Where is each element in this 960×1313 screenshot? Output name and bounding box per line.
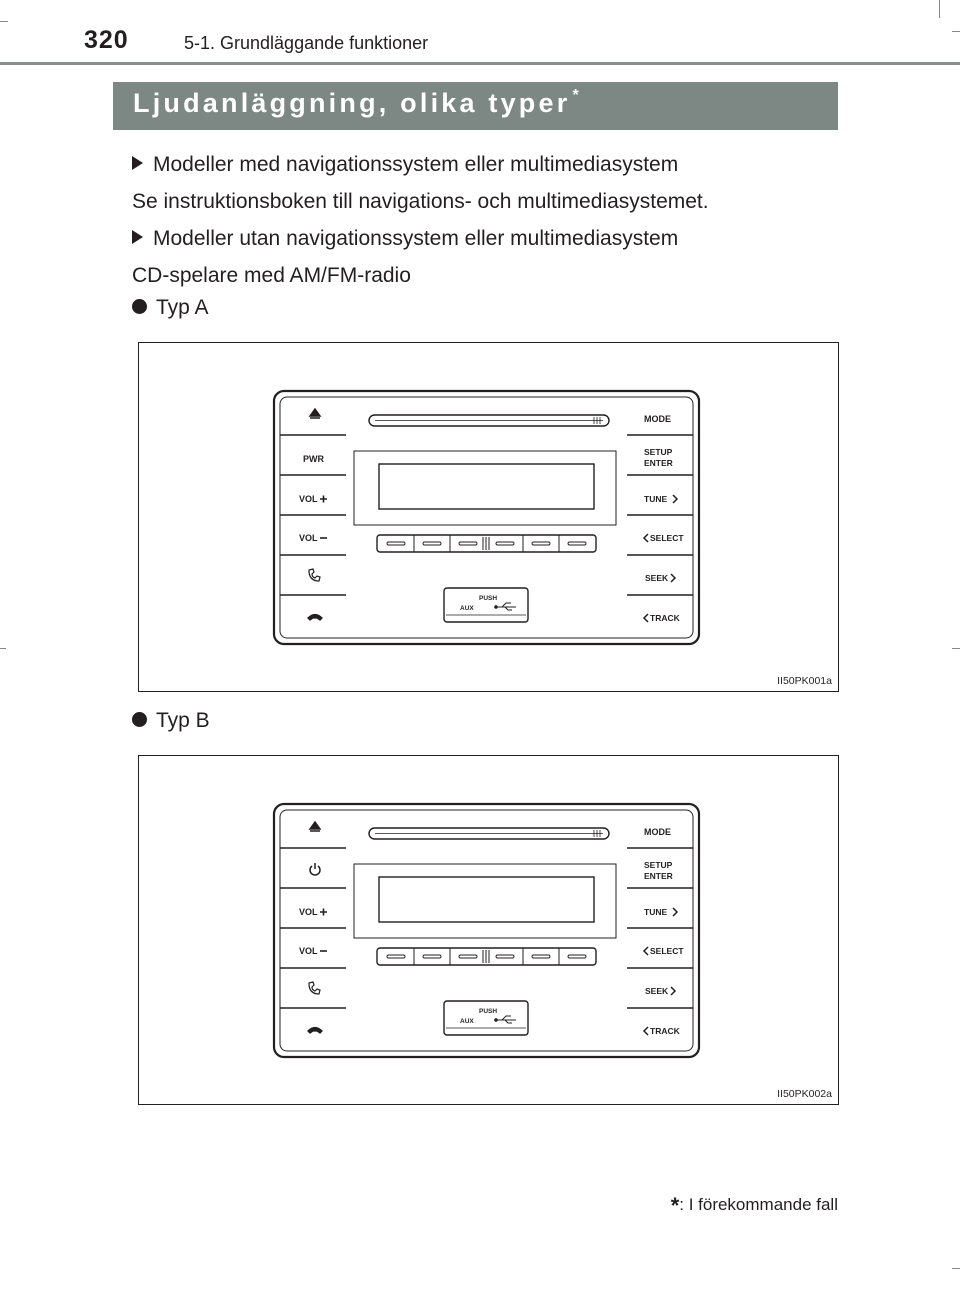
crop-mark bbox=[952, 1268, 960, 1269]
section-title-text: Ljudanläggning, olika typer bbox=[133, 88, 571, 118]
vol-up-button-label: VOL bbox=[299, 494, 318, 504]
heading-nav-models: Modeller med navigationssystem eller mul… bbox=[132, 153, 678, 177]
vol-up-button-label: VOL bbox=[299, 907, 318, 917]
push-label: PUSH bbox=[479, 1008, 497, 1015]
pwr-button-label: PWR bbox=[303, 454, 324, 464]
seek-button-label: SEEK bbox=[645, 573, 669, 583]
enter-button-label: ENTER bbox=[644, 458, 673, 468]
crop-mark bbox=[952, 648, 960, 649]
select-button-label: SELECT bbox=[650, 533, 684, 543]
footnote: *: I förekommande fall bbox=[671, 1193, 838, 1219]
heading-non-nav-models: Modeller utan navigationssystem eller mu… bbox=[132, 227, 678, 251]
push-label: PUSH bbox=[479, 595, 497, 602]
footnote-text: : I förekommande fall bbox=[679, 1195, 838, 1214]
type-b-text: Typ B bbox=[156, 709, 210, 732]
enter-button-label: ENTER bbox=[644, 871, 673, 881]
crop-mark bbox=[0, 21, 8, 22]
setup-button-label: SETUP bbox=[644, 447, 673, 457]
chapter-title: 5-1. Grundläggande funktioner bbox=[184, 33, 429, 53]
paragraph-nav: Se instruktionsboken till navigations- o… bbox=[132, 190, 709, 213]
type-a-label: Typ A bbox=[132, 296, 209, 320]
type-a-text: Typ A bbox=[156, 296, 209, 319]
select-button-label: SELECT bbox=[650, 946, 684, 956]
heading-nav-text: Modeller med navigationssystem eller mul… bbox=[153, 153, 679, 176]
section-title-bar: Ljudanläggning, olika typer* bbox=[113, 82, 838, 130]
track-button-label: TRACK bbox=[650, 613, 681, 623]
tune-button-label: TUNE bbox=[644, 907, 667, 917]
triangle-bullet-icon bbox=[132, 230, 143, 244]
figure-type-a: PWR VOL VOL MODE SETUP ENTER TUNE SELECT… bbox=[138, 342, 839, 692]
section-title: Ljudanläggning, olika typer* bbox=[133, 87, 582, 119]
paragraph-non-nav: CD-spelare med AM/FM-radio bbox=[132, 264, 411, 287]
mode-button-label: MODE bbox=[644, 414, 671, 424]
page-number: 320 bbox=[84, 26, 129, 54]
radio-unit-type-b: VOL VOL MODE SETUP ENTER TUNE SELECT SEE… bbox=[272, 802, 701, 1059]
seek-button-label: SEEK bbox=[645, 986, 669, 996]
aux-label: AUX bbox=[460, 1018, 474, 1025]
aux-label: AUX bbox=[460, 605, 474, 612]
optional-equipment-mark: * bbox=[572, 87, 582, 104]
round-bullet-icon bbox=[132, 299, 147, 314]
header-rule bbox=[0, 62, 960, 65]
footnote-mark: * bbox=[670, 1193, 680, 1218]
mode-button-label: MODE bbox=[644, 827, 671, 837]
radio-unit-type-a: PWR VOL VOL MODE SETUP ENTER TUNE SELECT… bbox=[272, 389, 701, 646]
crop-mark bbox=[952, 31, 960, 32]
setup-button-label: SETUP bbox=[644, 860, 673, 870]
heading-non-nav-text: Modeller utan navigationssystem eller mu… bbox=[153, 227, 679, 250]
figure-type-b: VOL VOL MODE SETUP ENTER TUNE SELECT SEE… bbox=[138, 755, 839, 1105]
type-b-label: Typ B bbox=[132, 709, 210, 733]
round-bullet-icon bbox=[132, 712, 147, 727]
track-button-label: TRACK bbox=[650, 1026, 681, 1036]
figure-code: II50PK002a bbox=[777, 1088, 832, 1100]
triangle-bullet-icon bbox=[132, 156, 143, 170]
figure-code: II50PK001a bbox=[777, 675, 832, 687]
vol-down-button-label: VOL bbox=[299, 946, 318, 956]
crop-mark bbox=[0, 648, 6, 649]
vol-down-button-label: VOL bbox=[299, 533, 318, 543]
tune-button-label: TUNE bbox=[644, 494, 667, 504]
crop-mark bbox=[939, 0, 940, 18]
